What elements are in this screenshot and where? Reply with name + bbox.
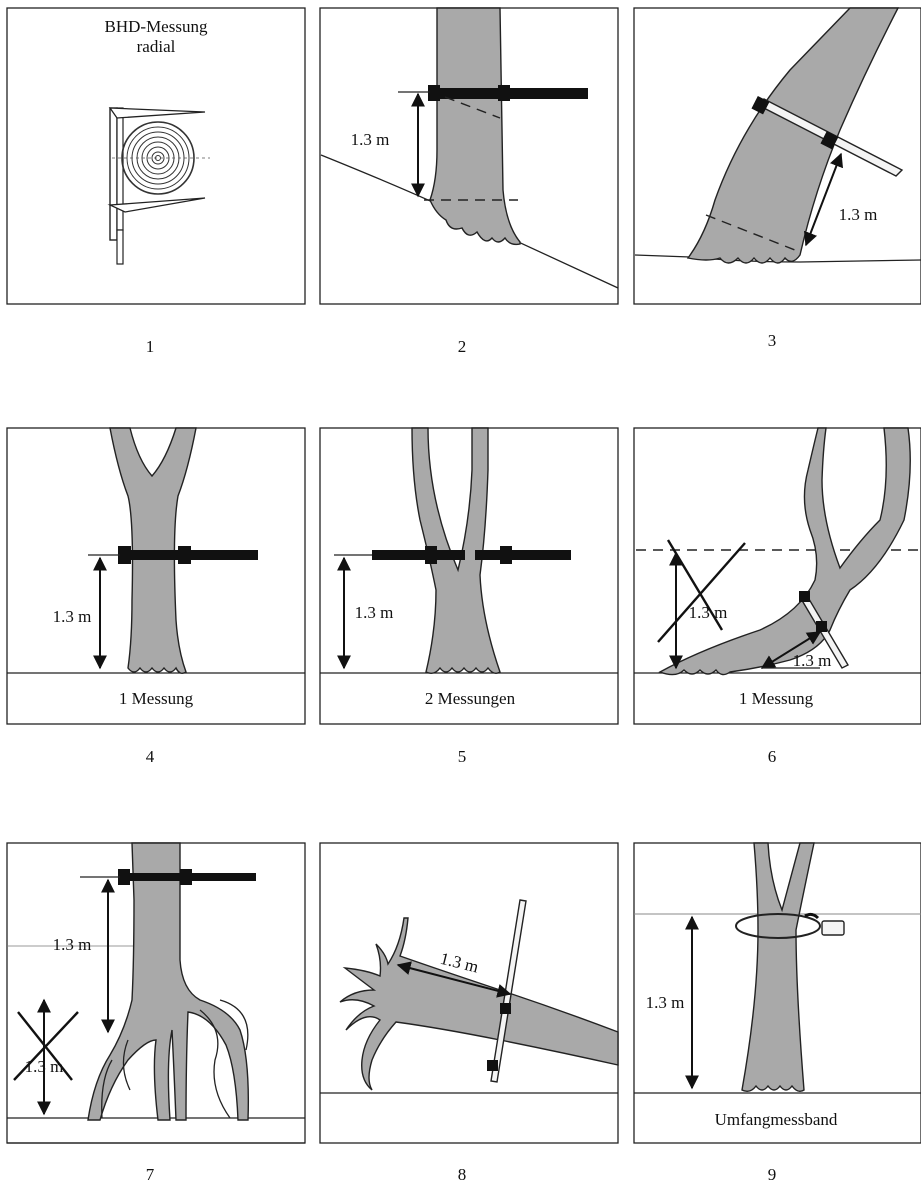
- panel-8: 1.3 m 8: [320, 843, 618, 1184]
- panel-1-number: 1: [146, 337, 155, 356]
- panel-9-forked-trunk: [742, 843, 814, 1091]
- panel-5: 1.3 m 2 Messungen 5: [320, 428, 618, 766]
- panel-6-caliper-block-1: [799, 591, 810, 602]
- panel-7: 1.3 m 1.3 m 7: [7, 843, 305, 1184]
- panel-4-number: 4: [146, 747, 155, 766]
- panel-8-caliper-block-2: [487, 1060, 498, 1071]
- panel-6-caliper-block-2: [816, 621, 827, 632]
- panel-5-caliper-left: [372, 550, 465, 560]
- panel-2-height-label: 1.3 m: [351, 130, 390, 149]
- panel-6-frame: [634, 428, 921, 724]
- panel-6-height-label: 1.3 m: [689, 603, 728, 622]
- panel-8-lying-trunk: [340, 918, 618, 1090]
- panel-7-stilt-root-trunk: [88, 843, 248, 1120]
- panel-5-height-label: 1.3 m: [355, 603, 394, 622]
- panel-3-height-label: 1.3 m: [839, 205, 878, 224]
- panel-5-caliper-right: [475, 550, 571, 560]
- panel-2-trunk: [430, 8, 520, 244]
- panel-4-height-label: 1.3 m: [53, 607, 92, 626]
- panel-1-title-line1: BHD-Messung: [105, 17, 208, 36]
- panel-3-leaning-trunk: [688, 8, 898, 263]
- panel-3-number: 3: [768, 331, 777, 350]
- panel-2: 1.3 m 2: [320, 8, 618, 356]
- panel-3: 1.3 m 3: [634, 8, 921, 350]
- panel-2-number: 2: [458, 337, 467, 356]
- panel-1-title-line2: radial: [137, 37, 176, 56]
- panel-4: 1.3 m 1 Messung 4: [7, 428, 305, 766]
- panel-7-height-label: 1.3 m: [53, 935, 92, 954]
- panel-9-number: 9: [768, 1165, 777, 1184]
- panel-9-height-label: 1.3 m: [646, 993, 685, 1012]
- panel-7-invalid-label: 1.3 m: [25, 1057, 64, 1076]
- panel-4-caption: 1 Messung: [119, 689, 194, 708]
- panel-1: BHD-Messung radial 1: [7, 8, 305, 356]
- panel-8-number: 8: [458, 1165, 467, 1184]
- panel-7-number: 7: [146, 1165, 155, 1184]
- panel-6-fallen-fork-trunk: [660, 428, 910, 675]
- panel-6-caption: 1 Messung: [739, 689, 814, 708]
- panel-6-axis-label: 1.3 m: [793, 651, 832, 670]
- panel-9-caption: Umfangmessband: [715, 1110, 838, 1129]
- panel-6-cross-line-b: [658, 543, 745, 642]
- caliper-radial-illustration: [110, 108, 210, 264]
- panel-6-number: 6: [768, 747, 777, 766]
- panel-9-tape-reel: [822, 921, 844, 935]
- panel-5-number: 5: [458, 747, 467, 766]
- panel-9: 1.3 m Umfangmessband 9: [634, 843, 921, 1184]
- panel-8-caliper-block-1: [500, 1003, 511, 1014]
- panel-6: 1.3 m 1.3 m 1 Messung 6: [634, 428, 921, 766]
- panel-5-caption: 2 Messungen: [425, 689, 516, 708]
